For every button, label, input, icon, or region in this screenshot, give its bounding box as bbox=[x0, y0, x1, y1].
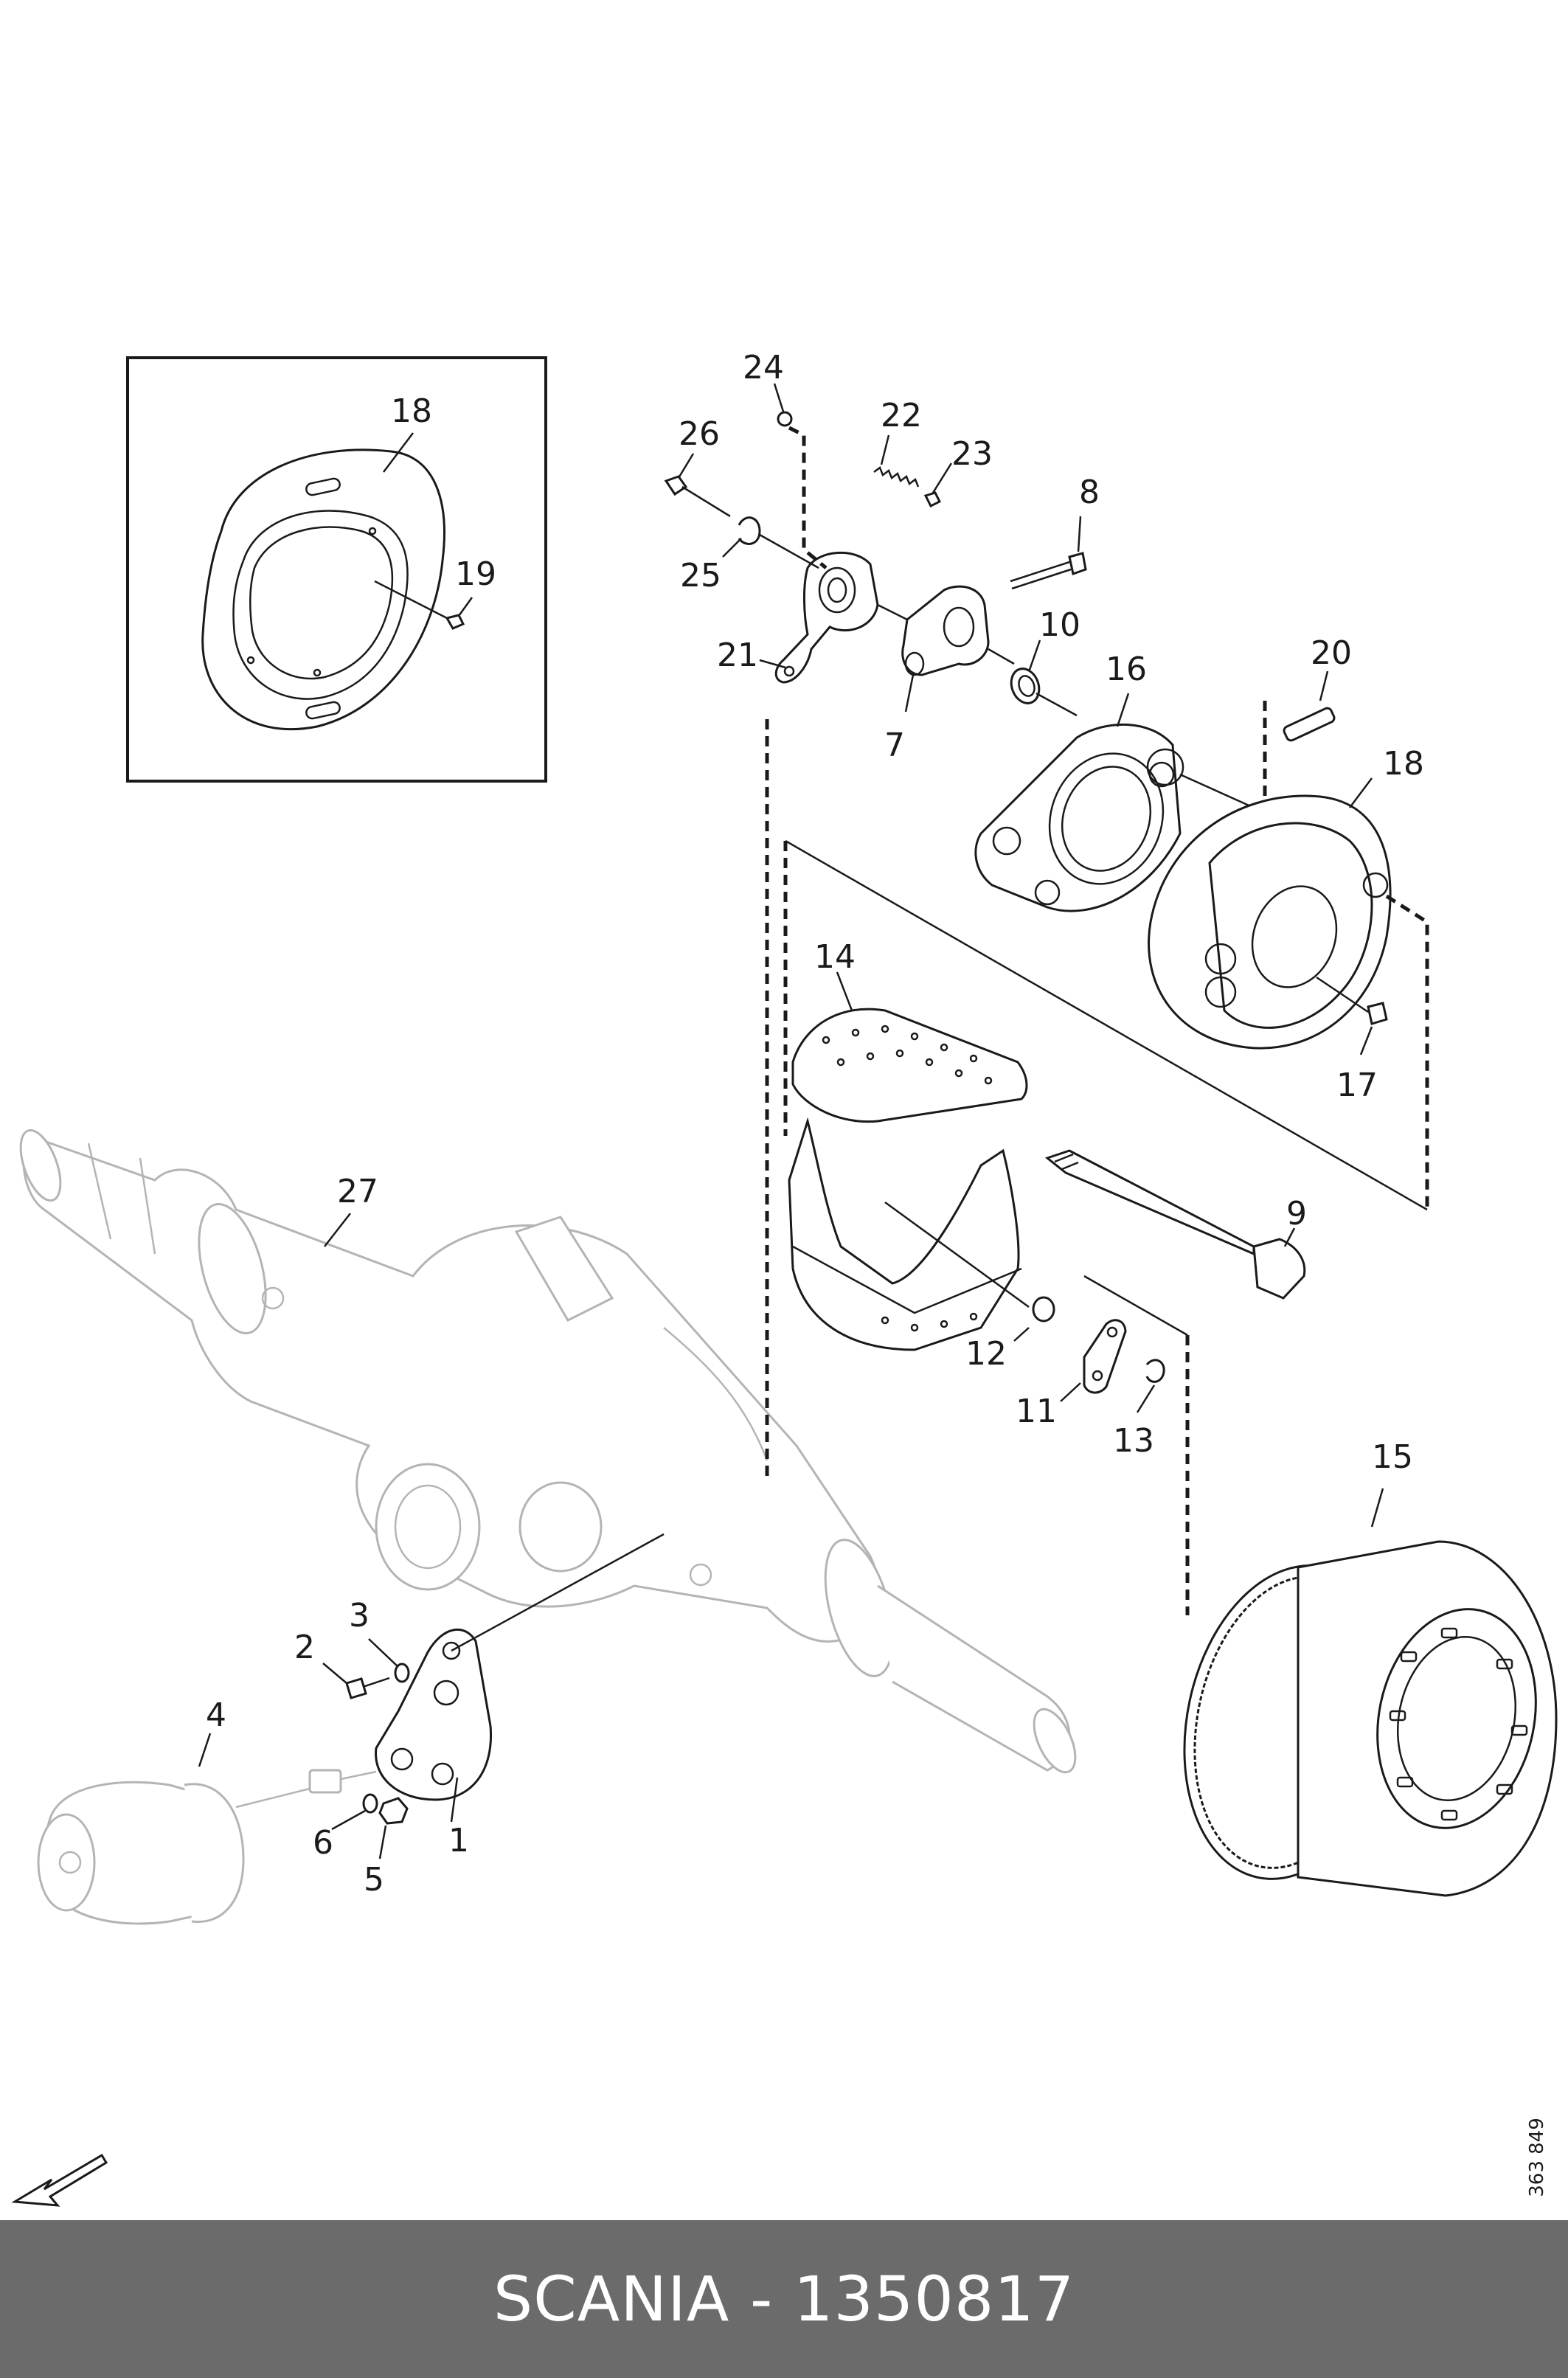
callout-9: 9 bbox=[1286, 1195, 1307, 1233]
spring-22: 22 bbox=[873, 397, 922, 488]
bolt-2: 2 bbox=[294, 1629, 390, 1699]
callout-16: 16 bbox=[1106, 651, 1147, 688]
screw-26: 26 bbox=[664, 415, 731, 518]
callout-24: 24 bbox=[743, 349, 784, 386]
brake-drum: 15 bbox=[1183, 1438, 1558, 1897]
callout-14: 14 bbox=[814, 938, 856, 976]
exploded-parts-diagram: 18 19 27 1 2 3 bbox=[11, 349, 1558, 2207]
callout-27: 27 bbox=[337, 1173, 378, 1210]
callout-2: 2 bbox=[294, 1629, 315, 1666]
drum-bolt-holes bbox=[1389, 1627, 1528, 1821]
chamber-bracket: 1 bbox=[375, 1533, 665, 1859]
ring-10: 10 bbox=[1010, 606, 1080, 704]
ring-12: 12 bbox=[965, 1296, 1055, 1373]
callout-18-inset: 18 bbox=[391, 392, 432, 430]
bolt-17: 17 bbox=[1316, 976, 1388, 1104]
camshaft-bracket: 7 bbox=[884, 585, 990, 764]
callout-21: 21 bbox=[717, 637, 758, 674]
callout-23: 23 bbox=[951, 435, 993, 473]
callout-6: 6 bbox=[313, 1824, 333, 1862]
callout-20: 20 bbox=[1311, 634, 1352, 672]
callout-15: 15 bbox=[1372, 1438, 1413, 1476]
bolt-8: 8 bbox=[1010, 474, 1100, 590]
nut-5: 5 bbox=[364, 1797, 409, 1899]
callout-26: 26 bbox=[679, 415, 720, 453]
callout-13: 13 bbox=[1113, 1422, 1154, 1460]
axle-housing: 27 bbox=[19, 1129, 1077, 1774]
brake-spider: 16 bbox=[974, 651, 1184, 912]
dust-shield-main: 18 bbox=[1148, 745, 1424, 1050]
grease-nipple-24: 24 bbox=[743, 349, 828, 569]
wear-indicator-20: 20 bbox=[1263, 634, 1352, 797]
drawing-number: 363 849 bbox=[1526, 2118, 1548, 2197]
washer-3: 3 bbox=[349, 1597, 410, 1683]
callout-19: 19 bbox=[455, 555, 496, 593]
callout-10: 10 bbox=[1039, 606, 1080, 644]
callout-12: 12 bbox=[965, 1335, 1007, 1373]
callout-17: 17 bbox=[1336, 1067, 1378, 1104]
slack-adjuster: 21 bbox=[717, 551, 879, 684]
nut-23: 23 bbox=[923, 435, 993, 508]
footer-bar: SCANIA - 1350817 bbox=[0, 2220, 1568, 2378]
callout-7: 7 bbox=[884, 727, 905, 764]
dust-shield-inset bbox=[201, 448, 445, 731]
plate-11: 11 bbox=[1016, 1319, 1127, 1430]
brake-chamber: 4 bbox=[37, 1696, 377, 1925]
inset-box: 18 19 bbox=[126, 356, 547, 783]
callout-22: 22 bbox=[881, 397, 922, 434]
callout-3: 3 bbox=[349, 1597, 370, 1635]
washer-6: 6 bbox=[313, 1793, 378, 1862]
brake-shoe: 14 bbox=[788, 938, 1028, 1351]
clip-25: 25 bbox=[680, 516, 819, 594]
footer-title: SCANIA - 1350817 bbox=[493, 2263, 1075, 2335]
clip-13: 13 bbox=[1113, 1359, 1165, 1460]
callout-4: 4 bbox=[206, 1696, 226, 1734]
callout-18-main: 18 bbox=[1383, 745, 1424, 783]
direction-arrow-icon bbox=[11, 2153, 108, 2207]
callout-11: 11 bbox=[1016, 1393, 1057, 1430]
callout-1: 1 bbox=[448, 1822, 469, 1859]
bolt-19 bbox=[374, 580, 465, 630]
callout-5: 5 bbox=[364, 1861, 384, 1899]
callout-25: 25 bbox=[680, 557, 721, 594]
camshaft: 9 bbox=[1044, 1149, 1307, 1300]
rivet-holes bbox=[822, 1025, 993, 1332]
callout-8: 8 bbox=[1079, 474, 1100, 511]
